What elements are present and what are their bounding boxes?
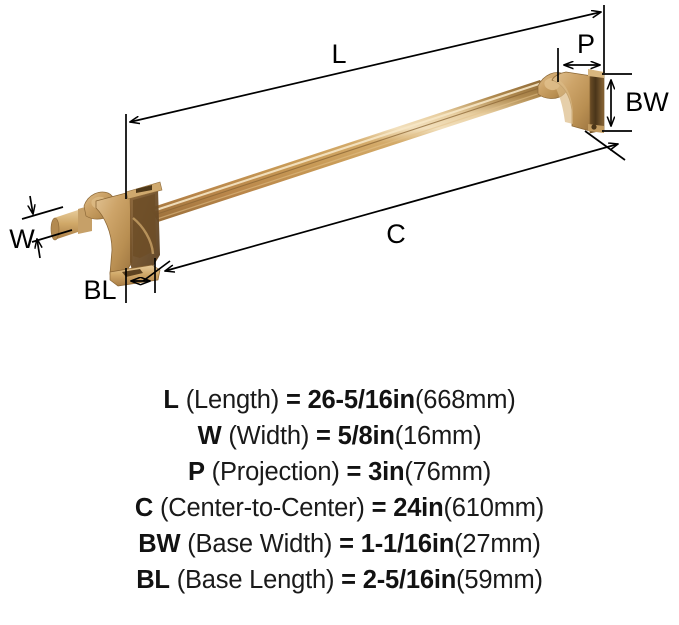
spec-row-length: L (Length) = 26-5/16in(668mm)	[0, 382, 679, 418]
spec-code: P	[187, 458, 205, 486]
dimension-L	[125, 5, 605, 199]
spec-equals: =	[346, 458, 362, 486]
dim-W-arrow-top	[30, 195, 33, 214]
dimension-BL	[125, 258, 156, 303]
label-L: L	[331, 39, 346, 69]
dimension-labels: L W P C BW BL	[9, 29, 669, 305]
dim-W-extension-top	[21, 206, 64, 220]
spec-value-metric: (27mm)	[454, 530, 541, 558]
spec-value-imperial: 2-5/16in	[362, 566, 457, 594]
dimension-annotations	[21, 5, 632, 303]
spec-row-center-to-center: C (Center-to-Center) = 24in(610mm)	[0, 490, 679, 526]
spec-value-imperial: 26-5/16in	[307, 386, 416, 414]
drawing-canvas: L W P C BW BL	[9, 5, 669, 305]
spec-value-imperial: 24in	[393, 494, 444, 522]
spec-value-imperial: 3in	[368, 458, 405, 486]
spec-code: W	[197, 422, 222, 450]
dim-C-line	[165, 144, 618, 271]
spec-name: (Center-to-Center)	[160, 494, 365, 522]
spec-row-width: W (Width) = 5/8in(16mm)	[0, 418, 679, 454]
spec-equals: =	[371, 494, 387, 522]
spec-code: BW	[138, 530, 181, 558]
spec-value-metric: (76mm)	[404, 458, 492, 486]
label-C: C	[386, 219, 406, 249]
spec-row-base-width: BW (Base Width) = 1-1/16in(27mm)	[0, 526, 679, 562]
dimension-P	[557, 48, 600, 82]
spec-name: (Length)	[185, 386, 280, 414]
spec-row-base-length: BL (Base Length) = 2-5/16in(59mm)	[0, 562, 679, 598]
spec-value-metric: (610mm)	[443, 494, 545, 522]
label-P: P	[577, 29, 595, 59]
bar-tube	[150, 80, 549, 222]
label-BW: BW	[625, 87, 669, 117]
spec-name: (Base Width)	[187, 530, 333, 558]
spec-value-metric: (668mm)	[414, 386, 516, 414]
dimension-BW	[602, 73, 632, 132]
left-bracket	[50, 181, 163, 287]
spec-value-imperial: 1-1/16in	[360, 530, 455, 558]
spec-code: L	[163, 386, 179, 414]
technical-drawing: L W P C BW BL	[9, 5, 669, 305]
spec-value-imperial: 5/8in	[337, 422, 395, 450]
spec-code: BL	[136, 566, 170, 594]
spec-name: (Base Length)	[176, 566, 335, 594]
dim-W-arrow-bottom	[37, 239, 40, 259]
spec-value-metric: (16mm)	[394, 422, 482, 450]
dim-C-tick-right	[584, 130, 626, 161]
spec-equals: =	[316, 422, 331, 450]
dim-L-line	[130, 12, 601, 122]
spec-name: (Width)	[228, 422, 310, 450]
right-bracket-plate	[588, 69, 605, 134]
spec-equals: =	[341, 566, 356, 594]
spec-row-projection: P (Projection) = 3in(76mm)	[0, 454, 679, 490]
dimension-C	[142, 130, 626, 282]
spec-value-metric: (59mm)	[456, 566, 543, 594]
spec-code: C	[134, 494, 154, 522]
spec-equals: =	[339, 530, 354, 558]
right-bracket	[537, 69, 605, 134]
label-BL: BL	[83, 275, 116, 305]
dimension-W	[21, 195, 73, 259]
towel-bar-illustration	[50, 69, 605, 287]
label-W: W	[9, 224, 35, 254]
spec-name: (Projection)	[211, 458, 340, 486]
spec-equals: =	[285, 386, 301, 414]
dimension-spec-list: L (Length) = 26-5/16in(668mm) W (Width) …	[0, 382, 679, 598]
